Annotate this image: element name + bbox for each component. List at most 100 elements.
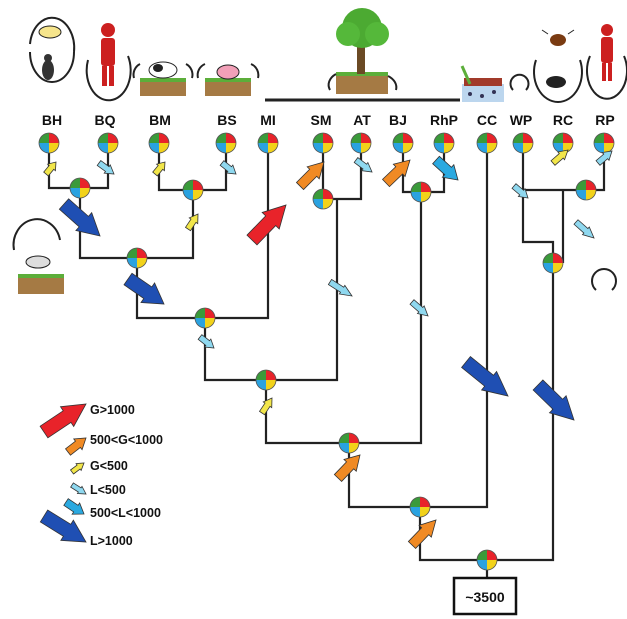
pie-slice [434,133,444,143]
pie-slice [159,143,169,153]
branch [78,188,195,260]
change-arrow [63,498,85,515]
pie-slice [80,188,90,198]
pie-slice [361,143,371,153]
pie-marker [476,132,498,154]
taxon-label: BS [217,112,236,128]
pie-slice [266,370,276,380]
change-arrow [327,278,353,297]
pie-outline [575,179,597,201]
taxon-label: BQ [95,112,116,128]
pie-slice [403,133,413,143]
pie-slice [323,199,333,209]
pie-slice [553,133,563,143]
pie-slice [205,318,215,328]
pie-slice [477,133,487,143]
pie-slice [477,550,487,560]
change-arrow [573,219,595,239]
change-arrow [43,161,57,177]
change-arrow [532,379,575,421]
pie-outline [215,132,237,154]
pie-slice [183,180,193,190]
pie-outline [38,132,60,154]
tick-dog-cycle-icon [533,29,583,103]
pie-slice [421,182,431,192]
pie-slice [444,133,454,143]
taxon-label: SM [311,112,332,128]
pie-slice [98,143,108,153]
pie-marker [255,369,277,391]
pie-outline [512,132,534,154]
pie-slice [586,180,596,190]
legend-arrows [39,403,87,543]
pie-slice [49,143,59,153]
pie-slice [349,443,359,453]
pie-slice [193,190,203,200]
pie-slice [268,143,278,153]
pie-outline [476,132,498,154]
pie-marker [38,132,60,154]
pie-slice [127,258,137,268]
cow-soil-icon [132,61,194,96]
pie-slice [195,308,205,318]
taxon-label: RP [595,112,614,128]
change-arrow [39,403,87,439]
pie-slice [513,133,523,143]
water-soil-icon [460,65,504,102]
pie-slice [410,507,420,517]
pie-slice [127,248,137,258]
pie-outline [69,177,91,199]
change-arrow [197,334,215,349]
branch [321,143,363,201]
pie-slice [411,192,421,202]
legend-label: G>1000 [90,403,135,417]
taxon-label: CC [477,112,497,128]
change-arrow [595,150,613,166]
pie-slice [108,133,118,143]
change-arrow [184,213,199,232]
pie-slice [553,253,563,263]
change-arrow [70,482,87,495]
pie-marker [350,132,372,154]
pie-slice [434,143,444,153]
pie-slice [98,133,108,143]
pie-slice [70,188,80,198]
pie-marker [338,432,360,454]
pie-slice [195,318,205,328]
pie-slice [313,133,323,143]
pie-slice [594,133,604,143]
pie-slice [411,182,421,192]
pie-marker [148,132,170,154]
taxon-label: RhP [430,112,458,128]
pie-slice [543,263,553,273]
pie-outline [312,132,334,154]
pie-slice [487,560,497,570]
pie-slice [323,143,333,153]
change-arrow [58,198,101,237]
legend-label: 500<G<1000 [90,433,163,447]
change-arrow [258,397,273,416]
pie-outline [255,369,277,391]
change-arrow [152,161,166,177]
pie-slice [256,370,266,380]
pie-marker [552,132,574,154]
pie-outline [410,181,432,203]
pie-slice [137,248,147,258]
branch [521,190,555,263]
change-arrow [381,159,411,188]
pie-slice [258,143,268,153]
gain-loss-arrows [43,149,613,550]
pie-slice [349,433,359,443]
pie-outline [182,179,204,201]
pie-marker [312,132,334,154]
change-arrow [219,160,237,175]
pie-slice [266,380,276,390]
pie-slice [205,308,215,318]
pie-marker [182,179,204,201]
pie-outline [350,132,372,154]
pie-slice [39,143,49,153]
pie-slice [477,143,487,153]
pie-slice [226,133,236,143]
change-arrow [432,155,459,181]
pie-slice [361,133,371,143]
